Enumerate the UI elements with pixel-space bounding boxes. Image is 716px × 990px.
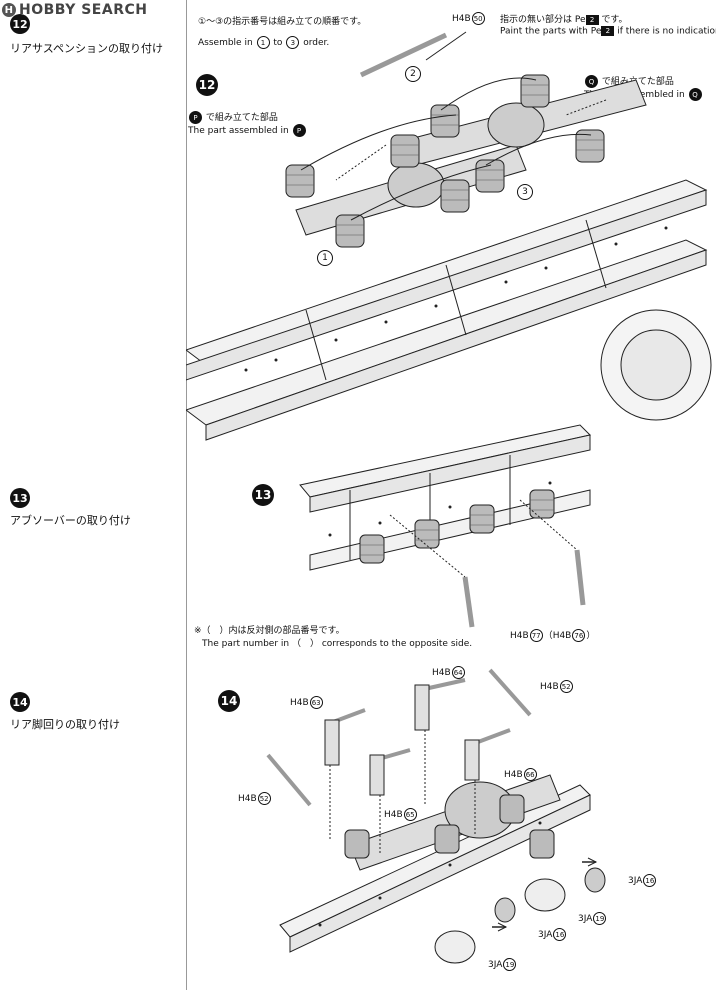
step-title-column: 12 リアサスペンションの取り付け 13 アブソーバーの取り付け 14 リア脚回…	[0, 0, 187, 990]
watermark-logo: H HOBBY SEARCH	[2, 2, 147, 18]
q-assembled-jp: で組み立てた部品	[601, 77, 674, 87]
part-code: 3JA	[538, 930, 553, 940]
order-note-en: Assemble in 1 to 3 order.	[198, 36, 329, 49]
part-code: H4B	[432, 668, 451, 678]
order-en-b: to	[273, 38, 283, 48]
opposite-side-note-en: The part number in （ ） corresponds to th…	[202, 639, 473, 649]
part-number: 63	[309, 696, 323, 709]
step-13-diagram	[290, 405, 600, 635]
step-12-title: リアサスペンションの取り付け	[10, 42, 164, 55]
order-en-c: order.	[303, 38, 330, 48]
part-number: 52	[559, 680, 573, 693]
p-badge: P	[189, 111, 202, 124]
part-number-b: 76	[572, 629, 586, 642]
hobby-search-icon: H	[2, 3, 16, 17]
order-to-badge: 3	[286, 36, 300, 49]
p-badge-en: P	[292, 124, 306, 137]
step-14-diagram	[240, 655, 610, 985]
step-12-diagram-badge: 12	[196, 74, 218, 96]
order-note-jp: ①～③の指示番号は組み立ての順番です。	[198, 14, 366, 27]
order-badge-1: 1	[317, 250, 333, 266]
part-code: H4B	[504, 770, 523, 780]
part-code: 3JA	[628, 876, 643, 886]
q-badge-en: Q	[688, 88, 702, 101]
part-number: 19	[503, 958, 517, 971]
part-code: H4B	[384, 810, 403, 820]
part-code: H4B	[510, 631, 529, 641]
step-13-title: アブソーバーの取り付け	[10, 514, 131, 527]
paint-en-b: if there is no indication.	[617, 26, 716, 37]
step-14-title: リア脚回りの取り付け	[10, 718, 120, 731]
order-note-jp-text: の指示番号は組み立ての順番です。	[223, 17, 367, 27]
paint-jp-b: です。	[601, 15, 628, 25]
part-code: 3JA	[488, 960, 503, 970]
paint-code-num-en: 2	[601, 26, 615, 36]
part-code: H4B	[290, 698, 309, 708]
order-en-a: Assemble in	[198, 38, 253, 48]
part-number: 16	[553, 928, 567, 941]
step-13-diagram-badge: 13	[252, 484, 274, 506]
part-code-b: H4B	[552, 631, 572, 641]
part-code: H4B	[540, 682, 559, 692]
p-assembled-note-en: The part assembled in P	[188, 124, 307, 137]
opposite-side-note-jp: ※（ ）内は反対側の部品番号です。	[194, 626, 345, 636]
part-code: H4B	[452, 14, 471, 24]
part-number: 19	[593, 912, 607, 925]
order-badge-3: 3	[517, 184, 533, 200]
paint-code: Pe	[574, 15, 586, 25]
paint-en-a: Paint the parts with	[500, 26, 588, 37]
part-number: 66	[523, 768, 537, 781]
part-number: 65	[403, 808, 417, 821]
step-12-diagram	[186, 20, 716, 460]
step-14-diagram-badge: 14	[218, 690, 240, 712]
order-from-badge: 1	[256, 36, 270, 49]
part-number: 50	[471, 12, 485, 25]
part-number: 16	[643, 874, 657, 887]
part-number: 52	[257, 792, 271, 805]
step-12-badge: 12	[10, 14, 30, 34]
p-assembled-note-jp: P で組み立てた部品	[188, 110, 278, 124]
paint-code-en: Pe	[590, 26, 602, 37]
order-badge-2: 2	[405, 66, 421, 82]
step-14-badge: 14	[10, 692, 30, 712]
watermark-text: HOBBY SEARCH	[19, 2, 148, 18]
part-number-a: 77	[529, 629, 543, 642]
p-assembled-en: The part assembled in	[188, 126, 289, 136]
part-number: 64	[451, 666, 465, 679]
part-code: H4B	[238, 794, 257, 804]
step-13-badge: 13	[10, 488, 30, 508]
q-assembled-note-jp: Q で組み立てた部品	[584, 74, 674, 88]
order-range: ①～③	[198, 17, 224, 27]
q-badge: Q	[585, 75, 598, 88]
paint-jp-a: 指示の無い部分は	[500, 15, 573, 25]
part-code: 3JA	[578, 914, 593, 924]
p-assembled-jp: で組み立てた部品	[205, 113, 278, 123]
paint-code-num: 2	[585, 14, 599, 25]
